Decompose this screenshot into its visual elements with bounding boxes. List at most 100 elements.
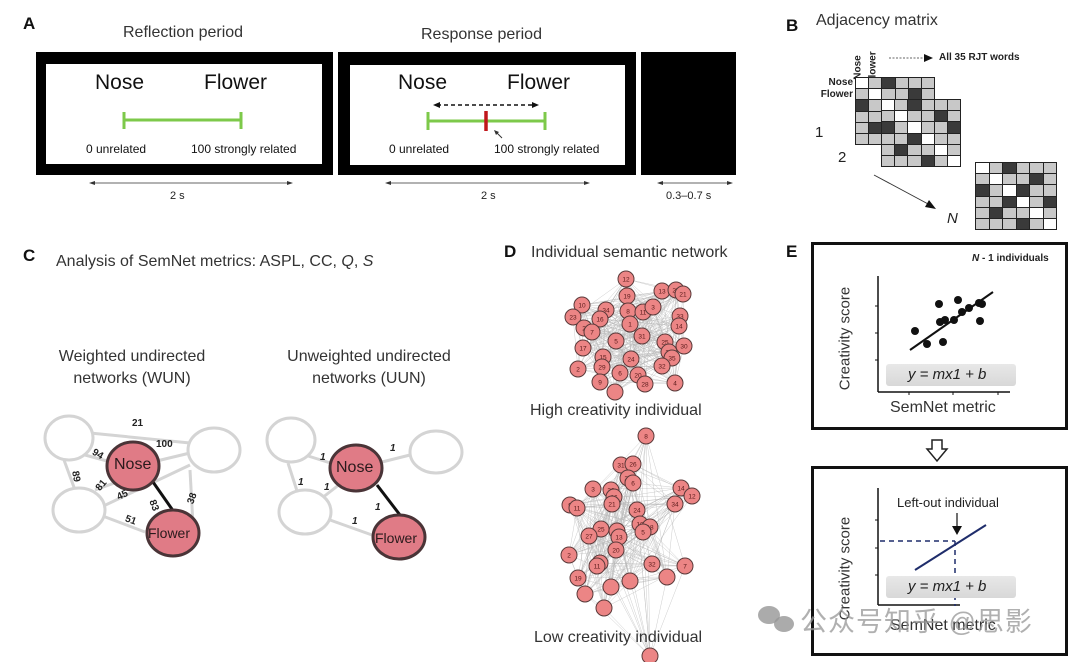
scatter-point — [965, 304, 973, 312]
network-node — [574, 339, 592, 357]
words-arrow — [889, 54, 933, 62]
network-edge — [645, 435, 686, 567]
reflection-duration-arrow — [89, 181, 293, 185]
network-node-label: 13 — [658, 289, 666, 296]
scatter-point — [978, 300, 986, 308]
network-edge — [576, 507, 641, 525]
network-edge — [569, 504, 605, 609]
network-node-label: 31 — [638, 334, 646, 341]
response-scale — [426, 102, 547, 139]
network-node — [617, 270, 635, 288]
network-node-label: 8 — [644, 434, 648, 441]
left-out-arrow — [952, 526, 962, 535]
wun-network — [43, 414, 242, 558]
network-node-label: 8 — [626, 309, 630, 316]
network-node-label: 13 — [615, 535, 623, 542]
network-node-label: 7 — [590, 330, 594, 337]
wun-node-empty — [51, 486, 107, 534]
uun-nose-label: Nose — [336, 459, 374, 476]
network-edge — [616, 487, 682, 532]
semnet-metrics-title: Analysis of SemNet metrics: ASPL, CC, Q,… — [56, 253, 373, 271]
network-node-label: 10 — [578, 303, 586, 310]
scatter-point — [911, 327, 919, 335]
metrics-title-text: Analysis of SemNet metrics: ASPL, CC, — [56, 253, 342, 270]
network-node-label: 14 — [675, 324, 683, 331]
network-edge — [584, 535, 590, 595]
watermark-text: 公众号知乎 @思影 — [800, 607, 1033, 637]
network-node-label: 5 — [614, 339, 618, 346]
network-node — [637, 427, 655, 445]
network-node-label: 31 — [617, 463, 625, 470]
network-node-label: 26 — [629, 462, 637, 469]
left-out-label: Left-out individual — [897, 495, 999, 510]
network-edge — [599, 318, 663, 367]
network-edge — [577, 563, 653, 579]
network-node — [670, 317, 688, 335]
network-node-label: 3 — [651, 305, 655, 312]
reflection-duration: 2 s — [170, 190, 185, 202]
network-node — [576, 585, 594, 603]
wun-flower-label: Flower — [148, 525, 191, 541]
uun-network — [265, 416, 464, 561]
network-node-label: 1 — [628, 322, 632, 329]
network-edge — [582, 347, 670, 353]
network-node — [606, 383, 624, 401]
network-node — [611, 364, 629, 382]
wun-node-nose — [105, 440, 161, 492]
wechat-icon — [758, 606, 794, 632]
network-node-label: 24 — [627, 357, 635, 364]
network-edge — [619, 351, 670, 374]
network-node-label: 6 — [618, 371, 622, 378]
network-edge — [569, 487, 682, 506]
wun-nose-label: Nose — [114, 456, 152, 473]
network-edge — [599, 562, 686, 567]
network-node-label: 30 — [680, 344, 688, 351]
network-node — [583, 323, 601, 341]
metric-s: S — [362, 253, 374, 270]
uun-flower-label: Flower — [375, 530, 418, 546]
wun-weight: 38 — [185, 491, 200, 506]
uun-node-empty — [408, 429, 464, 475]
panel-c-letter: C — [23, 246, 36, 265]
network-edge — [582, 323, 631, 349]
down-arrow-icon — [925, 439, 949, 463]
network-edge — [629, 495, 693, 582]
network-node-label: 2 — [576, 367, 580, 374]
network-node — [621, 572, 639, 590]
blank-screen — [641, 52, 736, 175]
network-node-label: 20 — [612, 548, 620, 555]
network-edge — [651, 503, 676, 565]
network-node — [666, 374, 684, 392]
uun-title-line1: Unweighted undirected — [287, 348, 451, 365]
network-node — [644, 298, 662, 316]
response-period-title: Response period — [421, 26, 542, 43]
network-node — [588, 557, 606, 575]
matrix-index-1: 1 — [815, 124, 824, 141]
high-creativity-label: High creativity individual — [530, 402, 702, 419]
response-scale-max-label: 100 strongly related — [494, 142, 600, 156]
wun-node-flower — [145, 508, 201, 558]
panel-d-letter: D — [504, 242, 517, 261]
uun-weight: 1 — [320, 452, 326, 463]
network-edge — [674, 289, 677, 384]
matrix-n-arrow — [873, 174, 936, 209]
scale-min-label: 0 unrelated — [86, 142, 147, 156]
wun-weight: 83 — [146, 498, 161, 513]
panel-e-letter: E — [786, 242, 798, 261]
matrix-row-label-flower: Flower — [820, 89, 853, 100]
matrix-index-n: N — [947, 210, 958, 227]
network-node — [591, 310, 609, 328]
network-edge — [591, 331, 666, 343]
network-node-label: 7 — [683, 564, 687, 571]
network-node-label: 25 — [661, 340, 669, 347]
network-node-label: 19 — [623, 294, 631, 301]
panel-a-letter: A — [23, 14, 36, 33]
network-node — [636, 375, 654, 393]
network-node-label: 12 — [688, 494, 696, 501]
scatter-point — [941, 316, 949, 324]
network-node-label: 27 — [585, 534, 593, 541]
network-edge — [603, 607, 651, 657]
network-edge — [582, 325, 680, 349]
wun-node-empty — [43, 414, 95, 462]
network-node-label: 24 — [633, 508, 641, 515]
